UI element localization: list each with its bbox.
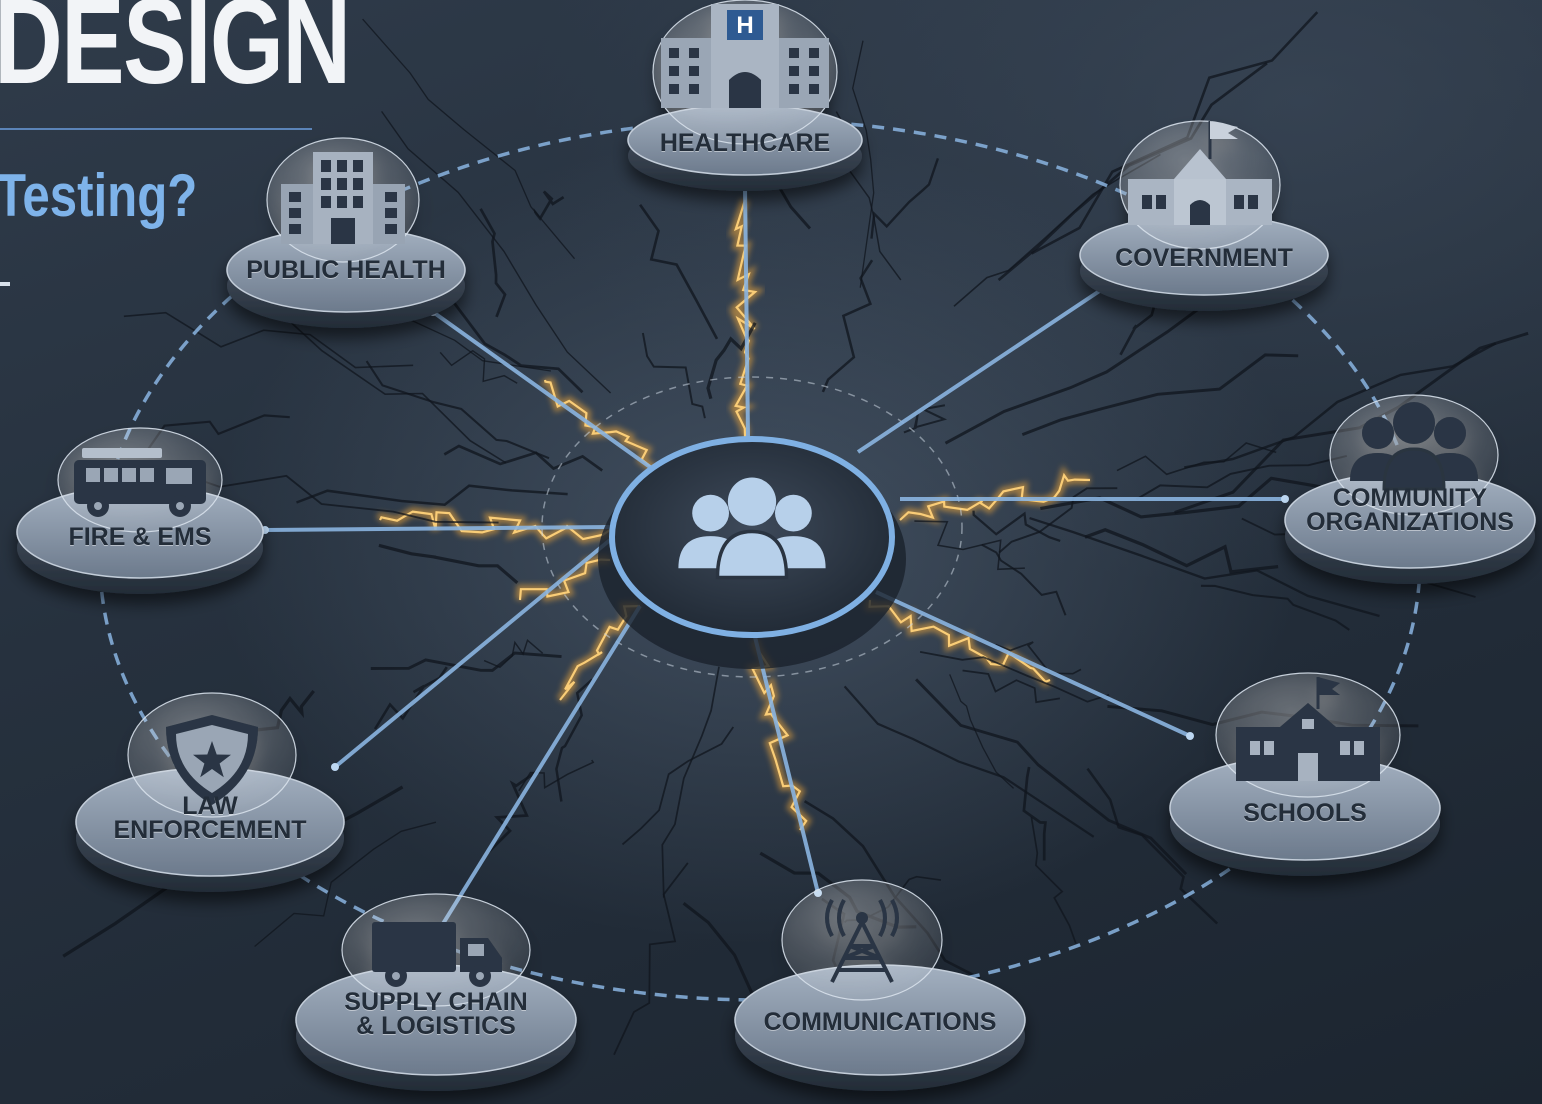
node-label-line: SCHOOLS [1243, 799, 1367, 827]
node-government [1079, 120, 1329, 311]
node-label-communications: COMMUNICATIONS [763, 1008, 997, 1036]
node-label-line: FIRE & EMS [68, 523, 212, 551]
connector-communications [753, 636, 820, 894]
node-communications [734, 879, 1026, 1091]
connector-schools [875, 590, 1191, 738]
connector-healthcare [743, 186, 750, 438]
connector-dot [1186, 732, 1194, 740]
node-supply-chain-logistics [295, 893, 577, 1091]
office-building-icon [281, 152, 405, 244]
radio-tower-icon [825, 899, 899, 983]
sector-nodes: H [16, 0, 1536, 1091]
fire-truck-icon [74, 448, 206, 517]
connector-dot [331, 763, 339, 771]
node-fire-ems [16, 427, 264, 594]
connector-public-health [431, 310, 652, 469]
node-label-government: COVERNMENT [1115, 244, 1293, 272]
node-label-schools: SCHOOLS [1243, 799, 1367, 827]
connector-fire-ems [264, 525, 613, 532]
connector-dot [1281, 495, 1289, 503]
police-badge-icon [166, 715, 258, 805]
school-icon [1236, 677, 1380, 781]
node-label-public-health: PUBLIC HEALTH [246, 256, 446, 284]
page-title: DESIGN [0, 0, 351, 109]
node-schools [1169, 672, 1441, 876]
node-label-line: COMMUNICATIONS [763, 1008, 997, 1036]
node-label-line: & LOGISTICS [356, 1012, 516, 1040]
node-label-line: COMMUNITY [1332, 484, 1488, 512]
node-public-health [226, 137, 466, 328]
connectors [261, 183, 1289, 939]
node-healthcare: H [627, 0, 863, 191]
hospital-icon: H [661, 4, 829, 108]
government-building-icon [1128, 121, 1272, 225]
people-group-icon [678, 477, 826, 580]
node-label-line: LAW [182, 792, 238, 820]
connector-government [856, 286, 1106, 454]
people-group-icon [1350, 402, 1478, 491]
node-label-line: ORGANIZATIONS [1306, 508, 1514, 536]
connector-law-enforcement [333, 538, 612, 769]
node-label-line: HEALTHCARE [659, 129, 831, 157]
svg-text:H: H [736, 12, 753, 39]
node-law-enforcement [75, 692, 345, 892]
node-label-line: COVERNMENT [1115, 244, 1293, 272]
node-label-line: ENFORCEMENT [113, 816, 307, 844]
glass-dome [781, 879, 943, 1001]
central-hub [598, 436, 906, 669]
node-label-fire-ems: FIRE & EMS [68, 523, 212, 551]
node-community-organizations [1284, 394, 1536, 584]
connector-supply-chain-logistics [434, 604, 642, 937]
node-label-supply-chain-logistics: SUPPLY CHAIN& LOGISTICS [344, 988, 528, 1040]
truck-icon [372, 922, 502, 987]
page-subtitle: Testing? [0, 162, 198, 229]
bullet-dash [0, 282, 10, 286]
node-label-line: PUBLIC HEALTH [246, 256, 446, 284]
title-divider [0, 128, 312, 130]
node-label-line: SUPPLY CHAIN [344, 988, 528, 1016]
node-label-healthcare: HEALTHCARE [659, 129, 831, 157]
